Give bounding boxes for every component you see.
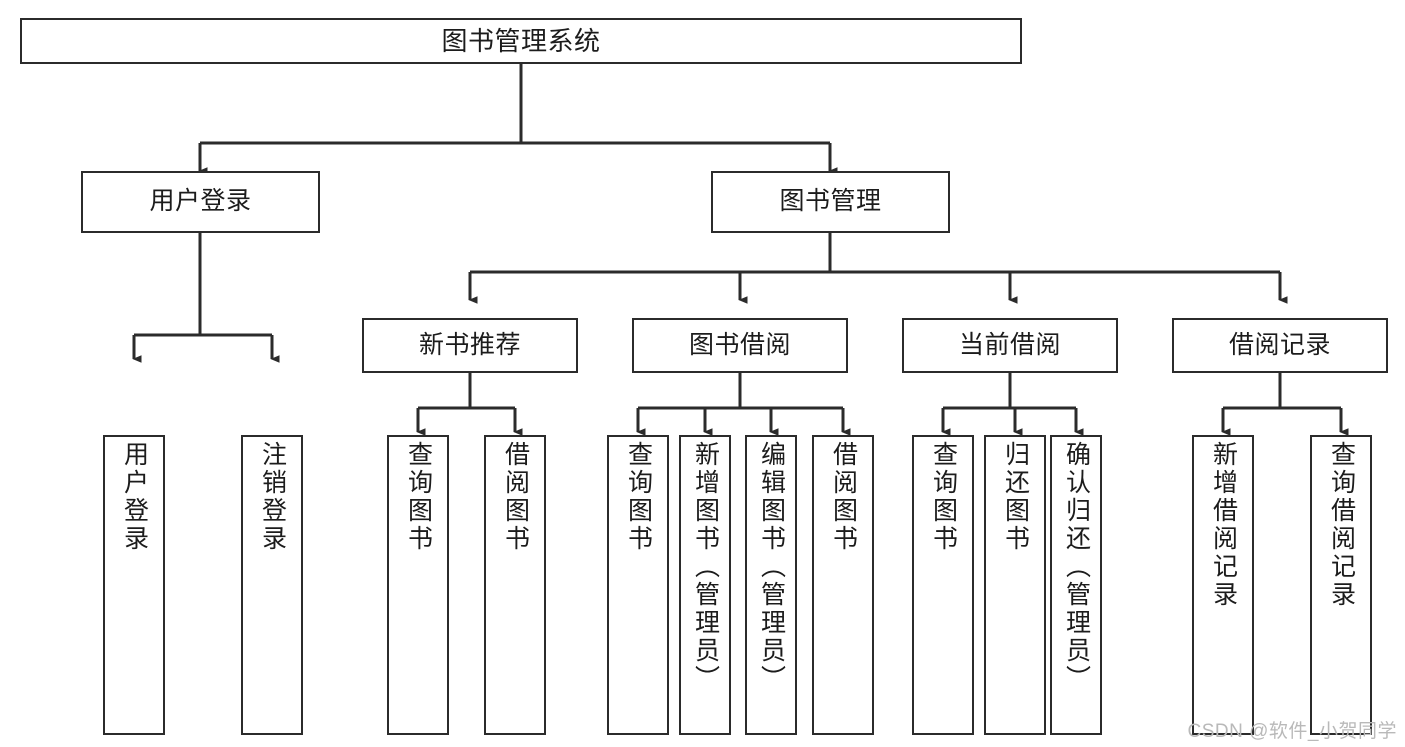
node-book-management-label: 图书管理 (779, 187, 882, 216)
node-leaf-return-book-label: 归还图书 (1001, 441, 1030, 553)
node-leaf-add-borrow-record-label: 新增借阅记录 (1209, 441, 1238, 609)
node-borrow-record[interactable]: 借阅记录 (1172, 318, 1388, 373)
node-root-label: 图书管理系统 (441, 25, 601, 56)
node-new-book-recommend[interactable]: 新书推荐 (362, 318, 578, 373)
node-leaf-query-book-1-label: 查询图书 (404, 441, 433, 553)
node-user-login[interactable]: 用户登录 (81, 171, 320, 233)
node-leaf-query-book-3-label: 查询图书 (929, 441, 958, 553)
node-leaf-confirm-return-admin-label: 确认归还（管理员） (1062, 441, 1091, 693)
node-new-book-recommend-label: 新书推荐 (418, 330, 521, 359)
node-leaf-add-book-admin-label: 新增图书（管理员） (691, 441, 720, 693)
node-leaf-edit-book-admin[interactable]: 编辑图书（管理员） (745, 435, 797, 735)
watermark-text: CSDN @软件_小贺同学 (1187, 721, 1397, 742)
node-leaf-query-book-3[interactable]: 查询图书 (912, 435, 974, 735)
node-current-borrow[interactable]: 当前借阅 (902, 318, 1118, 373)
node-user-login-label: 用户登录 (149, 187, 252, 216)
node-leaf-query-book-2[interactable]: 查询图书 (607, 435, 669, 735)
node-book-management[interactable]: 图书管理 (711, 171, 950, 233)
node-leaf-logout-login[interactable]: 注销登录 (241, 435, 303, 735)
node-leaf-confirm-return-admin[interactable]: 确认归还（管理员） (1050, 435, 1102, 735)
node-leaf-query-borrow-record[interactable]: 查询借阅记录 (1310, 435, 1372, 735)
node-borrow-record-label: 借阅记录 (1228, 330, 1331, 359)
node-leaf-edit-book-admin-label: 编辑图书（管理员） (757, 441, 786, 693)
node-leaf-borrow-book-1-label: 借阅图书 (501, 441, 530, 553)
node-leaf-query-book-1[interactable]: 查询图书 (387, 435, 449, 735)
node-leaf-borrow-book-2-label: 借阅图书 (829, 441, 858, 553)
node-leaf-user-login[interactable]: 用户登录 (103, 435, 165, 735)
node-leaf-borrow-book-2[interactable]: 借阅图书 (812, 435, 874, 735)
node-leaf-borrow-book-1[interactable]: 借阅图书 (484, 435, 546, 735)
node-leaf-add-book-admin[interactable]: 新增图书（管理员） (679, 435, 731, 735)
node-leaf-user-login-label: 用户登录 (120, 441, 149, 553)
node-leaf-query-book-2-label: 查询图书 (624, 441, 653, 553)
node-root[interactable]: 图书管理系统 (20, 18, 1022, 64)
node-book-borrow[interactable]: 图书借阅 (632, 318, 848, 373)
node-leaf-logout-login-label: 注销登录 (258, 441, 287, 553)
node-current-borrow-label: 当前借阅 (958, 330, 1061, 359)
node-leaf-query-borrow-record-label: 查询借阅记录 (1327, 441, 1356, 609)
node-book-borrow-label: 图书借阅 (688, 330, 791, 359)
node-leaf-return-book[interactable]: 归还图书 (984, 435, 1046, 735)
node-leaf-add-borrow-record[interactable]: 新增借阅记录 (1192, 435, 1254, 735)
